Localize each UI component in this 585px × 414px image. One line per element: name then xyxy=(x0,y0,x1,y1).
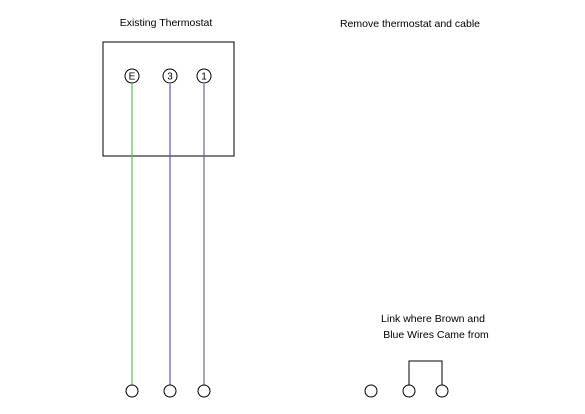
right-terminal-linked-left xyxy=(402,384,416,398)
existing-thermostat-title: Existing Thermostat xyxy=(120,17,213,29)
terminal-label: E xyxy=(129,72,136,83)
link-note-line-1: Link where Brown and xyxy=(381,313,485,325)
bottom-terminal-earth xyxy=(125,384,139,398)
right-terminal-unlinked xyxy=(364,384,378,398)
thermostat-terminal-3: 3 xyxy=(162,68,178,84)
thermostat-terminal-1: 1 xyxy=(196,68,212,84)
terminal-label: 3 xyxy=(167,72,173,83)
terminal-label: 1 xyxy=(201,72,207,83)
thermostat-box xyxy=(102,41,235,157)
link-wire xyxy=(408,360,443,385)
bottom-terminal-1 xyxy=(197,384,211,398)
bottom-terminal-3 xyxy=(163,384,177,398)
thermostat-terminal-e: E xyxy=(124,68,140,84)
link-note-line-2: Blue Wires Came from xyxy=(383,329,489,341)
right-terminal-linked-right xyxy=(435,384,449,398)
remove-thermostat-instruction: Remove thermostat and cable xyxy=(340,18,480,30)
